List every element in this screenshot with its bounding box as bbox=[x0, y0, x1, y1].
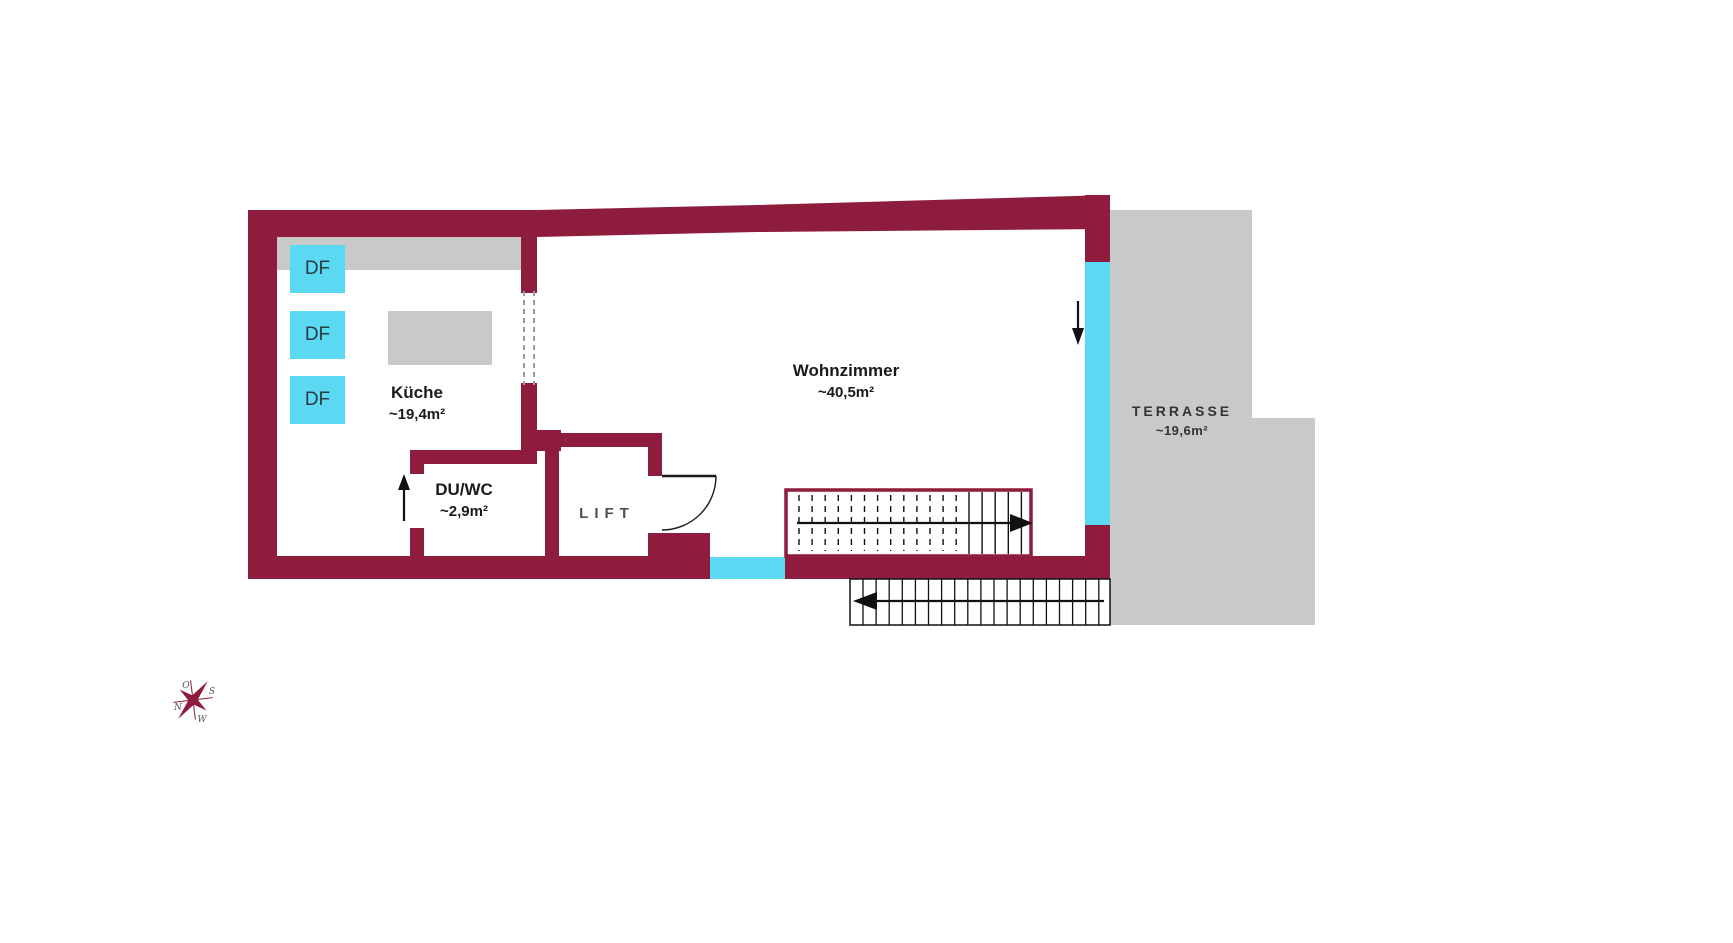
wall-top-left bbox=[248, 210, 537, 237]
duwc-name: DU/WC bbox=[435, 480, 493, 499]
staircase-lower-arrow-left bbox=[853, 592, 877, 610]
wall-left bbox=[248, 210, 277, 579]
roof-window-df-1: DF bbox=[290, 245, 345, 293]
terrace-access-arrow bbox=[1072, 301, 1084, 345]
compass-rose: O S N W bbox=[173, 680, 215, 725]
wall-duwc-top bbox=[410, 450, 537, 464]
wall-entry-block bbox=[648, 533, 710, 579]
wall-top-right-sloped bbox=[537, 195, 1110, 237]
door-swing-arc bbox=[661, 475, 717, 531]
staircase-lower bbox=[849, 578, 1111, 626]
wall-lift-left bbox=[545, 433, 559, 556]
df-2-label: DF bbox=[304, 324, 331, 345]
wall-lift-top bbox=[545, 433, 662, 447]
wohnzimmer-name: Wohnzimmer bbox=[792, 361, 900, 380]
dashed-wall-opening bbox=[523, 291, 535, 385]
kitchen-island bbox=[388, 311, 492, 365]
terrasse-label: TERRASSE ~19,6m² bbox=[1132, 403, 1232, 438]
wohnzimmer-area: ~40,5m² bbox=[817, 384, 875, 401]
duwc-area: ~2,9m² bbox=[440, 503, 488, 520]
wall-bottom-right bbox=[785, 556, 1110, 579]
lift-label: LIFT bbox=[579, 505, 635, 522]
staircase-upper bbox=[784, 488, 1033, 558]
duwc-label: DU/WC ~2,9m² bbox=[435, 480, 493, 520]
staircase-upper-arrow-right bbox=[1010, 514, 1033, 532]
wall-duwc-left-upper bbox=[410, 450, 424, 474]
entry-door bbox=[661, 474, 717, 531]
terrasse-name: TERRASSE bbox=[1131, 403, 1233, 419]
wall-right-bottom bbox=[1085, 525, 1110, 579]
wall-lift-right-stub bbox=[648, 433, 662, 476]
compass-needle-short bbox=[179, 689, 207, 711]
compass-south-label: S bbox=[209, 687, 215, 697]
kueche-name: Küche bbox=[391, 383, 443, 402]
wall-bottom-left bbox=[248, 556, 710, 579]
terrasse-area: ~19,6m² bbox=[1155, 423, 1209, 438]
compass-north-label: N bbox=[173, 703, 183, 713]
compass-west-label: W bbox=[197, 715, 207, 725]
window-right bbox=[1085, 262, 1110, 525]
wall-divider-bottom bbox=[521, 383, 537, 430]
wall-divider-top bbox=[521, 237, 537, 293]
window-bottom bbox=[710, 557, 785, 579]
df-1-label: DF bbox=[304, 258, 331, 279]
wall-duwc-left-lower bbox=[410, 528, 424, 556]
duwc-entry-arrow bbox=[398, 474, 410, 521]
roof-window-df-3: DF bbox=[290, 376, 345, 424]
terrasse-floor bbox=[1110, 210, 1315, 625]
df-3-label: DF bbox=[304, 389, 331, 410]
walls bbox=[248, 195, 1110, 579]
kueche-label: Küche ~19,4m² bbox=[389, 383, 445, 423]
roof-window-df-2: DF bbox=[290, 311, 345, 359]
wohnzimmer-label: Wohnzimmer ~40,5m² bbox=[793, 361, 899, 401]
wall-right-top bbox=[1085, 195, 1110, 262]
compass-east-label: O bbox=[182, 681, 190, 691]
kueche-area: ~19,4m² bbox=[388, 406, 446, 423]
